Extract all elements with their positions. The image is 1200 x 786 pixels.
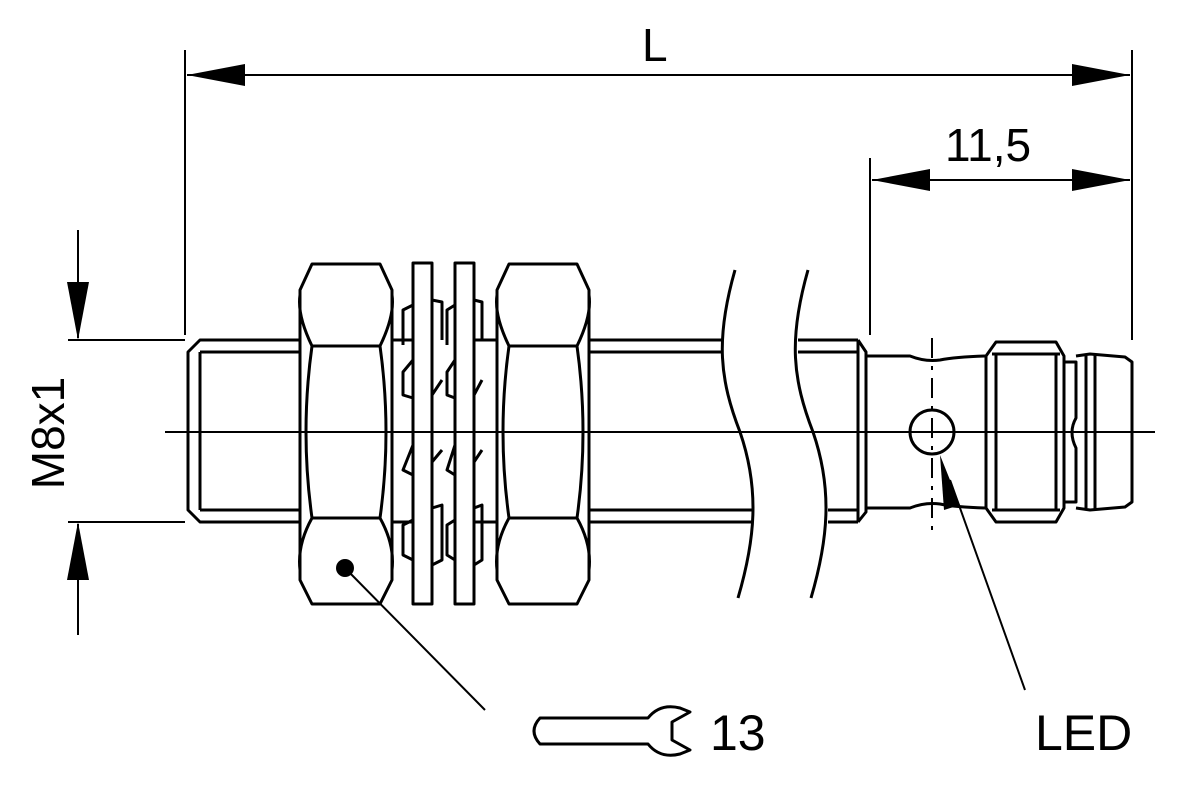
threaded-body bbox=[186, 338, 868, 524]
overall-length-label: L bbox=[642, 19, 668, 71]
hex-nut-right bbox=[495, 262, 591, 606]
wrench-leader-line bbox=[344, 567, 486, 711]
dimension-overall-length bbox=[184, 50, 1133, 340]
sensor-head bbox=[866, 338, 1134, 530]
thread-label: M8x1 bbox=[22, 376, 74, 490]
hex-nut-left bbox=[298, 262, 394, 606]
dimension-connector-length bbox=[869, 158, 1130, 335]
led-indicator bbox=[908, 408, 956, 456]
led-label: LED bbox=[1035, 705, 1133, 761]
led-leader-line bbox=[940, 455, 1026, 691]
wrench-size-label: 13 bbox=[710, 705, 766, 761]
dimension-thread bbox=[67, 230, 185, 635]
break-lines bbox=[720, 269, 828, 599]
connector-length-label: 11,5 bbox=[945, 119, 1032, 171]
wrench-icon bbox=[532, 705, 692, 757]
washers bbox=[401, 261, 484, 606]
